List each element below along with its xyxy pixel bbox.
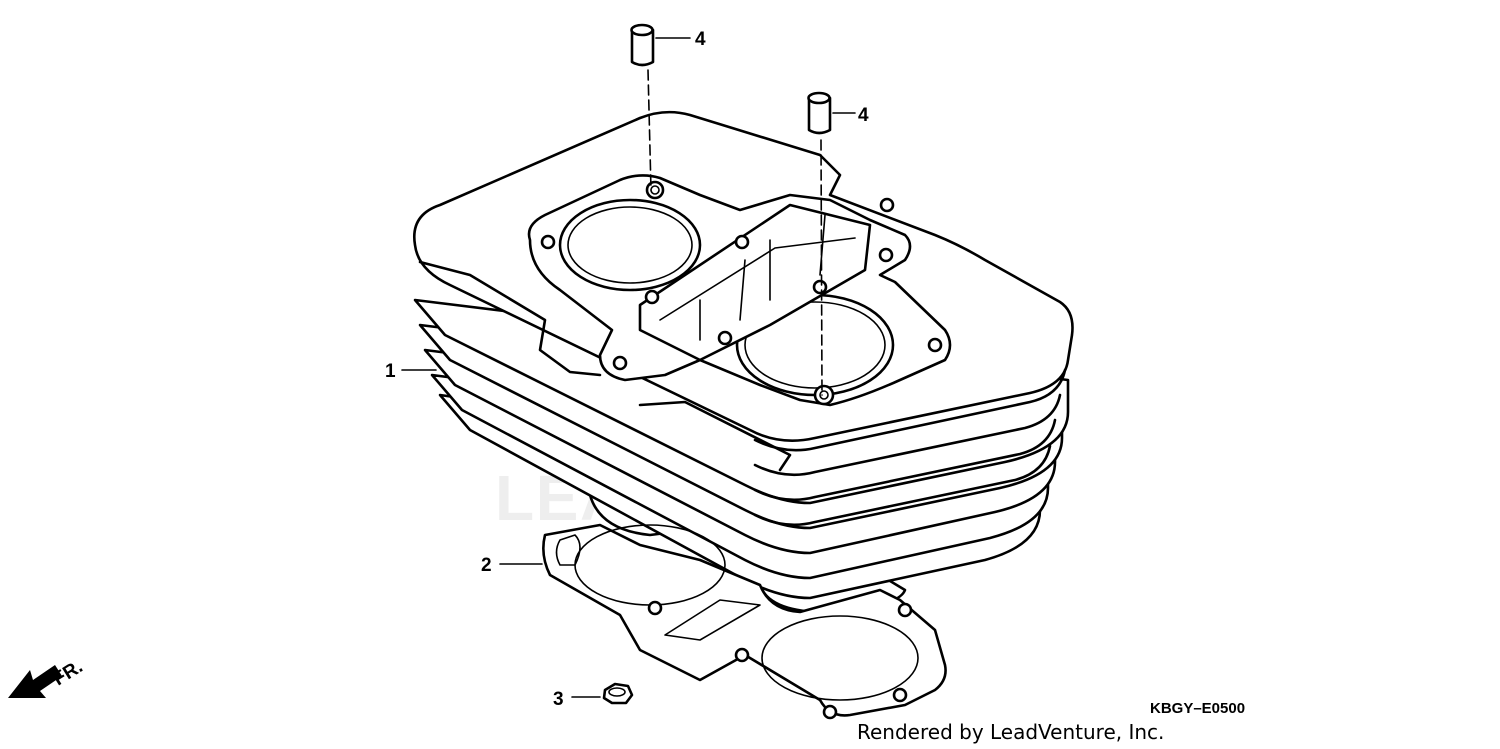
cylinder-part-1[interactable] — [412, 110, 1074, 614]
callout-label-2: 2 — [481, 555, 492, 576]
callout-4-right: 4 — [832, 105, 869, 126]
front-direction-arrow-icon — [8, 665, 62, 698]
callout-label-1: 1 — [385, 361, 396, 382]
dowel-pin-part-4-left[interactable] — [630, 23, 655, 191]
nut-part-3[interactable] — [602, 682, 634, 705]
callout-label-4b: 4 — [858, 105, 869, 126]
rendered-by-credit: Rendered by LeadVenture, Inc. — [857, 720, 1164, 744]
callout-3: 3 — [553, 689, 601, 710]
callout-label-4a: 4 — [695, 29, 706, 50]
front-label: FR. — [50, 656, 87, 690]
callout-4-left: 4 — [655, 29, 706, 50]
dowel-pin-part-4-right[interactable] — [807, 91, 832, 396]
callout-1: 1 — [385, 361, 437, 382]
callout-2: 2 — [481, 555, 543, 576]
callout-label-3: 3 — [553, 689, 564, 710]
diagram-code: KBGY–E0500 — [1150, 700, 1245, 717]
cylinder-gasket-part-2[interactable] — [542, 523, 947, 720]
front-indicator: FR. — [8, 656, 87, 698]
